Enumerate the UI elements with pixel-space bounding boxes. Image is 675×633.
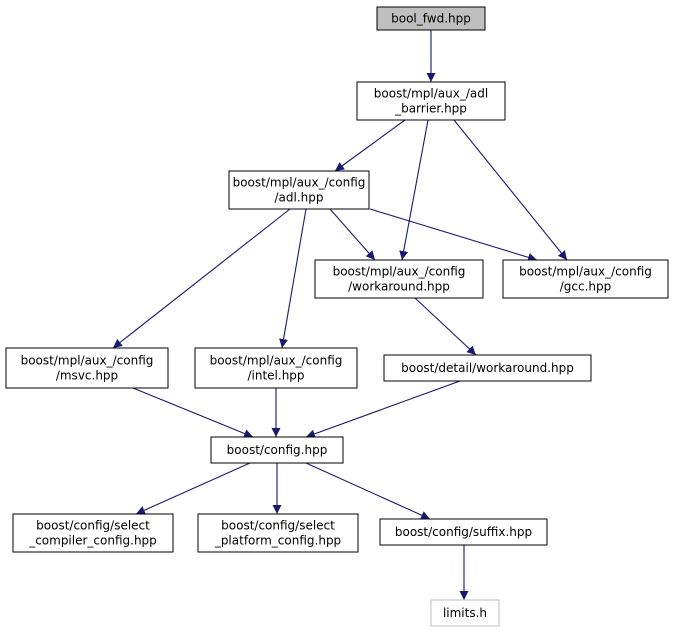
node-box [228, 170, 370, 210]
node-label-line: boost/mpl/aux_/config [21, 354, 154, 368]
node-box [210, 436, 344, 464]
node-label-line: boost/mpl/aux_/config [210, 354, 343, 368]
node-suffix[interactable]: boost/config/suffix.hpp [379, 518, 548, 546]
node-config_adl[interactable]: boost/mpl/aux_/config/adl.hpp [228, 170, 370, 210]
node-limits: limits.h [430, 599, 500, 627]
node-bool_fwd[interactable]: bool_fwd.hpp [376, 6, 486, 31]
node-select_platform[interactable]: boost/config/select_platform_config.hpp [197, 513, 359, 553]
node-config_gcc[interactable]: boost/mpl/aux_/config/gcc.hpp [502, 259, 669, 299]
edge-config_workaround-to-detail_workaround [414, 297, 477, 356]
node-label-line: boost/detail/workaround.hpp [401, 361, 574, 375]
edge-adl_barrier-to-config_workaround [399, 119, 429, 261]
node-label-line: boost/config/select [221, 519, 335, 533]
edge-adl_barrier-to-config_gcc [453, 119, 568, 261]
edge-boost_config-to-suffix [305, 462, 431, 520]
edge-boost_config-to-select_compiler [135, 462, 251, 515]
node-config_intel[interactable]: boost/mpl/aux_/config/intel.hpp [194, 347, 358, 389]
node-box [356, 81, 506, 121]
node-label-line: /intel.hpp [247, 369, 304, 383]
node-config_workaround[interactable]: boost/mpl/aux_/config/workaround.hpp [314, 259, 484, 299]
node-label-line: /gcc.hpp [560, 280, 612, 294]
node-box [430, 599, 500, 627]
node-label-line: boost/config.hpp [227, 443, 328, 457]
node-config_msvc[interactable]: boost/mpl/aux_/config/msvc.hpp [5, 347, 169, 389]
node-label-line: boost/mpl/aux_/config [233, 176, 366, 190]
node-label-line: bool_fwd.hpp [391, 12, 471, 26]
node-box [12, 513, 174, 553]
node-label-line: limits.h [443, 606, 487, 620]
node-label-line: boost/mpl/aux_/config [519, 265, 652, 279]
node-label-line: _barrier.hpp [394, 102, 467, 116]
node-detail_workaround[interactable]: boost/detail/workaround.hpp [383, 354, 592, 382]
edge-config_adl-to-config_gcc [369, 208, 538, 262]
edge-config_adl-to-config_msvc [112, 208, 291, 349]
node-adl_barrier[interactable]: boost/mpl/aux_/adl_barrier.hpp [356, 81, 506, 121]
edge-detail_workaround-to-boost_config [305, 380, 461, 439]
edge-config_adl-to-config_workaround [329, 208, 376, 261]
nodes-layer: bool_fwd.hpp boost/mpl/aux_/adl_barrier.h… [5, 6, 669, 627]
node-box [379, 518, 548, 546]
node-select_compiler[interactable]: boost/config/select_compiler_config.hpp [12, 513, 174, 553]
node-boost_config[interactable]: boost/config.hpp [210, 436, 344, 464]
node-box [5, 347, 169, 389]
node-box [197, 513, 359, 553]
node-label-line: boost/config/select [36, 519, 150, 533]
node-box [194, 347, 358, 389]
node-label-line: boost/mpl/aux_/adl [374, 87, 488, 101]
node-label-line: _platform_config.hpp [214, 534, 341, 548]
node-label-line: boost/mpl/aux_/config [333, 265, 466, 279]
node-label-line: _compiler_config.hpp [28, 534, 157, 548]
edge-config_msvc-to-boost_config [132, 387, 254, 438]
edges-layer [112, 30, 568, 600]
node-label-line: boost/config/suffix.hpp [395, 525, 532, 539]
edge-config_adl-to-config_intel [279, 208, 307, 349]
node-label-line: /msvc.hpp [56, 369, 118, 383]
node-box [314, 259, 484, 299]
node-label-line: /workaround.hpp [348, 280, 450, 294]
node-box [376, 6, 486, 31]
node-box [502, 259, 669, 299]
node-label-line: /adl.hpp [274, 191, 323, 205]
node-box [383, 354, 592, 382]
edge-adl_barrier-to-config_adl [334, 119, 406, 172]
